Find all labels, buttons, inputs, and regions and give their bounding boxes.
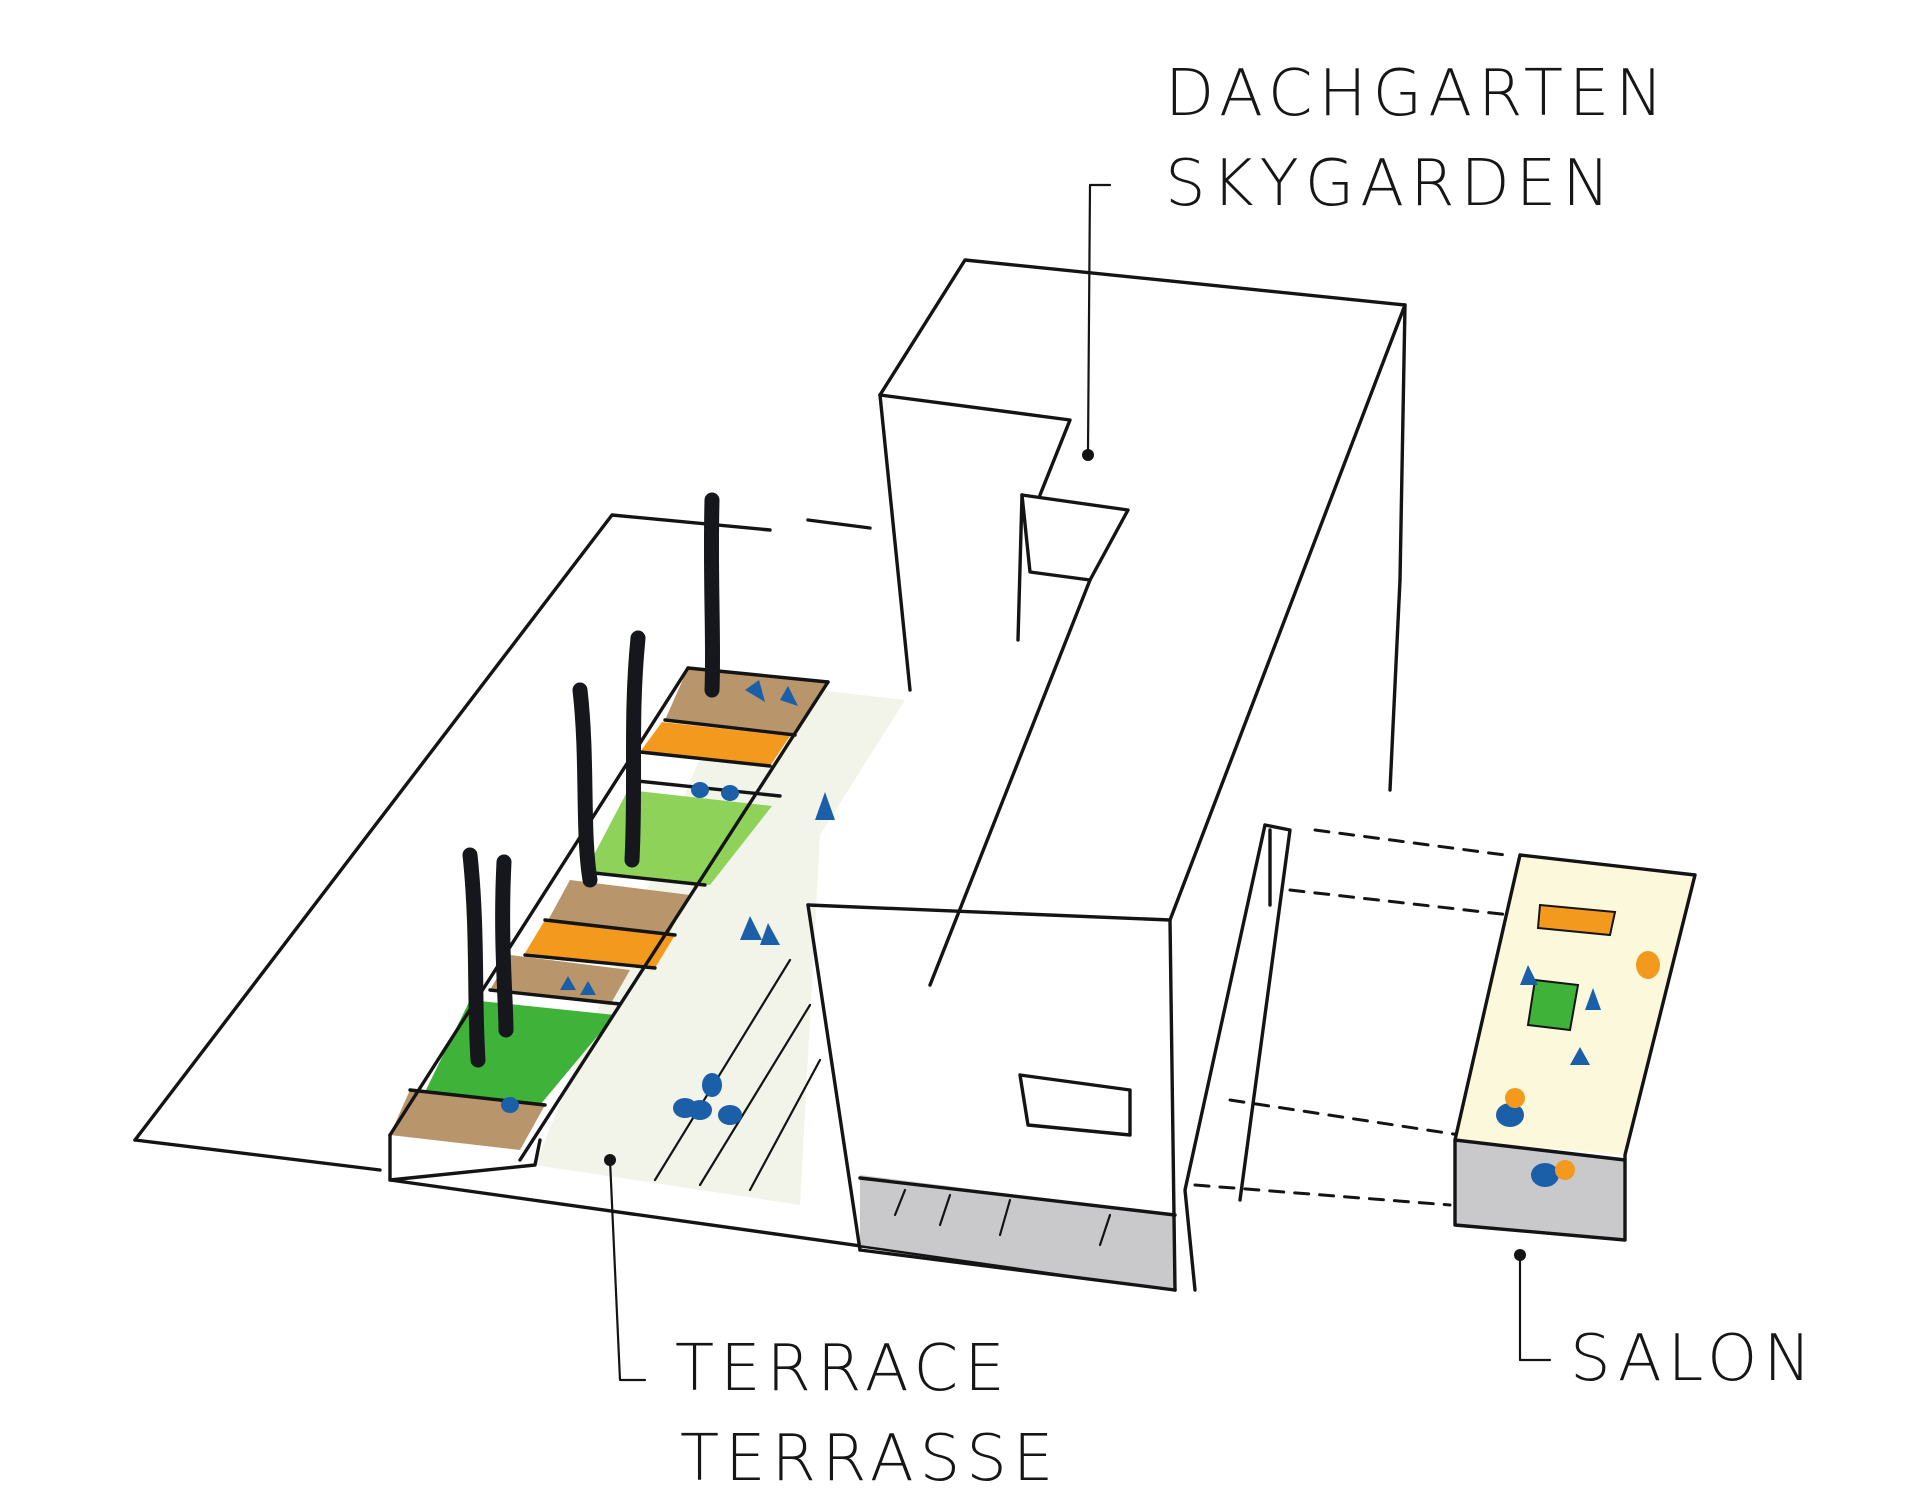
salon-projection-lines (1193, 828, 1512, 1207)
person-icon (718, 1105, 742, 1125)
terrace-strip (388, 666, 1177, 1292)
person-icon (721, 785, 739, 801)
seat-icon (1636, 951, 1660, 979)
promenade-surface (535, 690, 905, 1205)
tree-pole-4 (462, 847, 486, 1068)
person-icon (1496, 1103, 1524, 1127)
leader-salon (1518, 1253, 1552, 1362)
person-icon (560, 976, 576, 990)
tree-pole-1 (703, 492, 721, 698)
main-building (806, 258, 1407, 1292)
person-icon (1585, 988, 1601, 1010)
tree-pole-3 (572, 682, 598, 888)
salon-detail (1453, 853, 1697, 1242)
salon-sofa (1536, 903, 1617, 937)
person-icon (815, 792, 835, 820)
salon-table (1526, 978, 1580, 1032)
leader-skygarden (1086, 183, 1112, 452)
leader-terrace (608, 1158, 647, 1382)
tree-poles (462, 492, 721, 1068)
labels: DACHGARTEN SKYGARDEN TERRACE TERRASSE SA… (675, 57, 1817, 1496)
person-icon (1570, 1047, 1590, 1065)
tree-pole-2 (624, 630, 646, 868)
person-icon (580, 981, 596, 995)
seat-icon (1505, 1088, 1525, 1108)
person-icon (745, 680, 765, 702)
people-figures (501, 680, 835, 1125)
person-icon (702, 1073, 722, 1097)
seat-icon (1555, 1160, 1575, 1180)
person-icon (691, 782, 709, 798)
person-icon (740, 916, 762, 940)
tree-pole-5 (495, 854, 514, 1038)
person-icon (1520, 965, 1538, 985)
person-icon (760, 923, 780, 945)
label-salon: SALON (1570, 1322, 1817, 1396)
label-skygarden: SKYGARDEN (1165, 147, 1616, 221)
building-base-shadow (860, 1175, 1175, 1290)
person-icon (780, 686, 798, 706)
label-terrace: TERRACE (675, 1332, 1011, 1406)
label-dachgarten: DACHGARTEN (1165, 57, 1669, 131)
person-icon (1531, 1163, 1559, 1187)
label-terrasse: TERRASSE (680, 1422, 1059, 1496)
person-icon (501, 1097, 519, 1113)
person-icon (688, 1100, 712, 1120)
leader-lines (604, 183, 1552, 1382)
salon-base-shadow (1455, 1140, 1625, 1240)
